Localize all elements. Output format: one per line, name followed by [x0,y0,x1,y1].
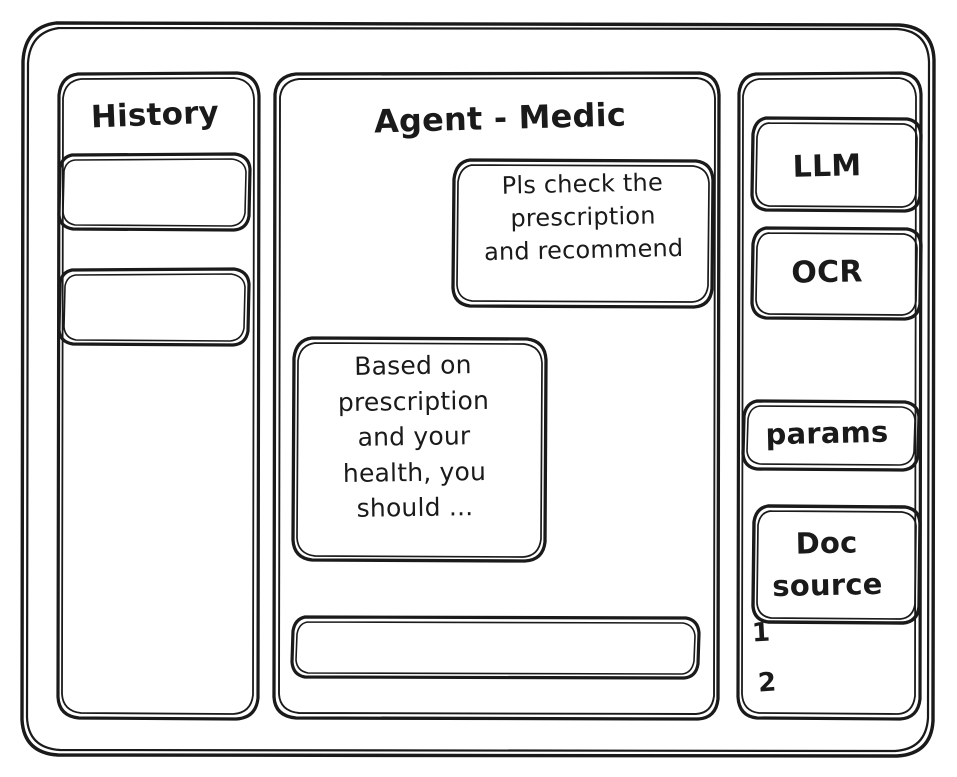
history-item-1[interactable] [59,154,250,230]
tool-button-ocr-label: OCR [791,254,863,291]
doc-source-item-2[interactable]: 2 [756,667,778,699]
tool-button-llm-label: LLM [792,148,862,185]
composer-input[interactable] [292,617,699,678]
history-item-2[interactable] [59,269,249,345]
tool-button-params-label: params [765,414,889,452]
doc-source-item-1[interactable]: 1 [751,617,771,649]
tool-button-doc-source-label: Doc source [771,525,883,604]
assistant-message-text: Based on prescription and your health, y… [337,350,490,523]
history-panel-title: History [90,94,220,136]
agent-panel-title: Agent - Medic [373,95,627,141]
user-message-text: Pls check the prescription and recommend [483,168,684,266]
